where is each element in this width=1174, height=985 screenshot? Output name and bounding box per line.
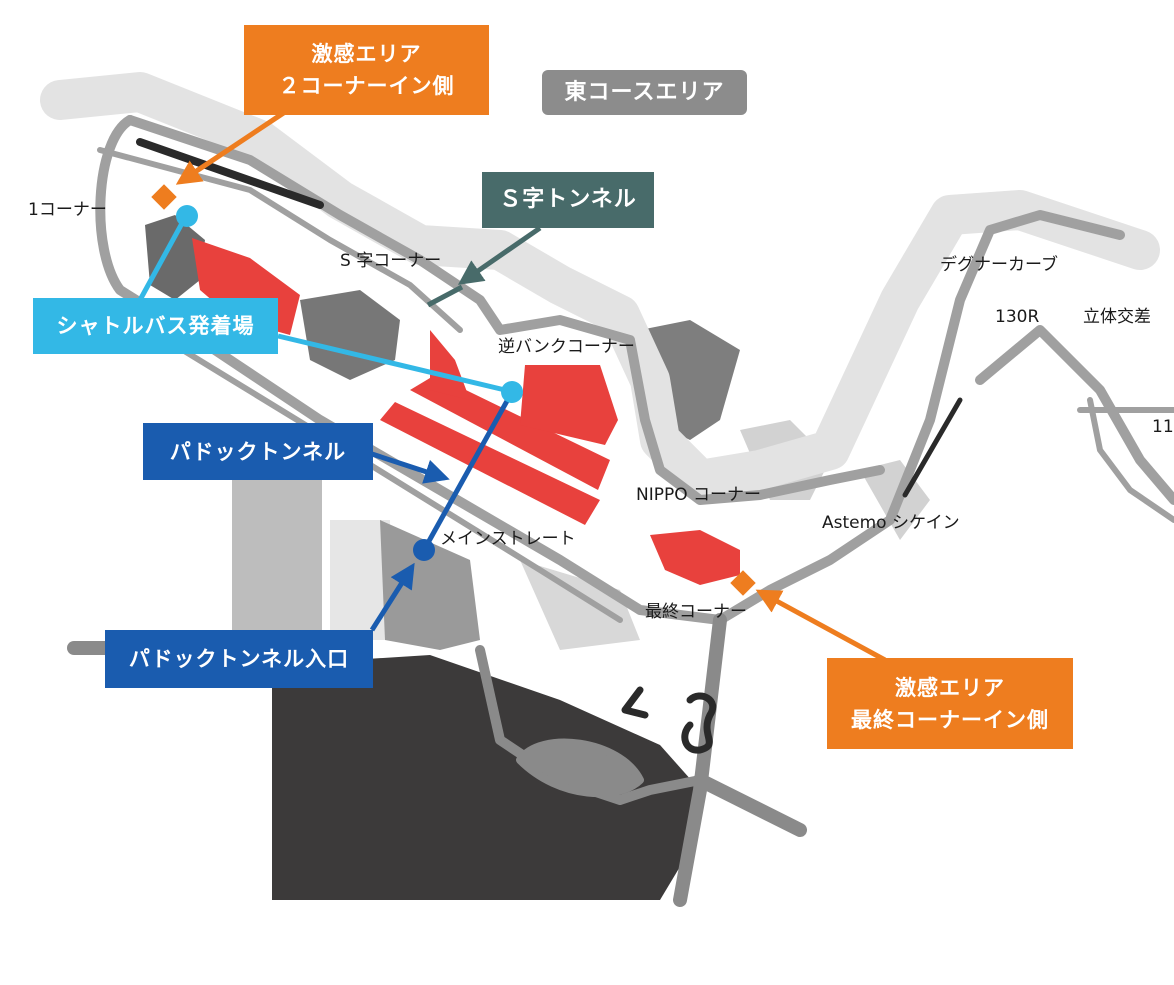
circuit-track: [40, 72, 1174, 907]
paddock-area: [380, 520, 480, 650]
arrow-zone-2corner: [175, 109, 287, 185]
callout-shuttle-bus[interactable]: シャトルバス発着場: [33, 298, 278, 354]
markers: [151, 184, 756, 596]
arrow-paddock-tunnel: [371, 451, 450, 484]
callout-shuttle-bus-text: シャトルバス発着場: [56, 314, 255, 338]
arrow-paddock-entrance: [369, 562, 415, 632]
label-main-straight: メインストレート: [440, 529, 576, 549]
dark-land-area: [272, 655, 700, 900]
grandstand-sbend: [430, 330, 470, 400]
line-shuttle-top: [137, 214, 189, 302]
callout-zone-2corner-line2: ２コーナーイン側: [278, 74, 455, 98]
circle-marker-icon[interactable]: [176, 205, 198, 227]
grandstand-final: [650, 530, 740, 585]
label-final-corner: 最終コーナー: [645, 602, 747, 622]
label-degner: デグナーカーブ: [940, 254, 1058, 275]
diamond-marker-icon[interactable]: [151, 184, 177, 210]
callout-zone-final-line1: 激感エリア: [895, 675, 1005, 700]
circle-marker-icon[interactable]: [501, 381, 523, 403]
grandstand-main-b: [410, 375, 610, 490]
label-reverse-bank: 逆バンクコーナー: [498, 337, 635, 357]
callout-zone-2corner[interactable]: 激感エリア ２コーナーイン側: [244, 25, 489, 115]
line-shuttle-main: [277, 333, 506, 393]
callout-paddock-entrance-text: パドックトンネル入口: [128, 647, 350, 671]
callout-zone-final[interactable]: 激感エリア 最終コーナーイン側: [827, 658, 1073, 749]
grandstand-reverse-bank: [520, 365, 618, 445]
diamond-marker-icon[interactable]: [730, 570, 756, 596]
map-labels: 1コーナー S 字コーナー 逆バンクコーナー デグナーカーブ 130R 立体交差…: [28, 200, 1174, 622]
callout-zone-2corner-line1: 激感エリア: [311, 42, 422, 66]
label-130r: 130R: [995, 307, 1039, 327]
callout-east-course[interactable]: 東コースエリア: [542, 70, 747, 115]
label-astemo: Astemo シケイン: [822, 513, 960, 533]
label-nippo: NIPPO コーナー: [636, 485, 761, 505]
callout-s-tunnel-text: Ｓ字トンネル: [499, 187, 637, 212]
label-11: 11: [1152, 417, 1174, 437]
callout-paddock-tunnel[interactable]: パドックトンネル: [143, 423, 373, 480]
line-tunnel: [421, 390, 515, 552]
grandstands: [192, 238, 740, 585]
callout-east-course-text: 東コースエリア: [564, 79, 725, 105]
tunnel-marker-s: [426, 284, 464, 308]
callout-paddock-tunnel-text: パドックトンネル: [169, 439, 347, 464]
circle-marker-icon[interactable]: [413, 539, 435, 561]
label-s-corner: S 字コーナー: [340, 251, 441, 271]
label-corner1: 1コーナー: [28, 200, 107, 220]
kart-track: [621, 686, 716, 754]
callout-s-tunnel[interactable]: Ｓ字トンネル: [482, 172, 654, 228]
arrow-zone-final: [755, 589, 887, 663]
grandstand-main-a: [380, 402, 600, 525]
connector-lines: [137, 109, 887, 663]
callout-paddock-entrance[interactable]: パドックトンネル入口: [105, 630, 373, 688]
label-crossover: 立体交差: [1083, 307, 1151, 327]
arrow-s-tunnel: [457, 225, 542, 285]
callout-zone-final-line2: 最終コーナーイン側: [851, 707, 1049, 732]
track-inner: [125, 115, 885, 505]
